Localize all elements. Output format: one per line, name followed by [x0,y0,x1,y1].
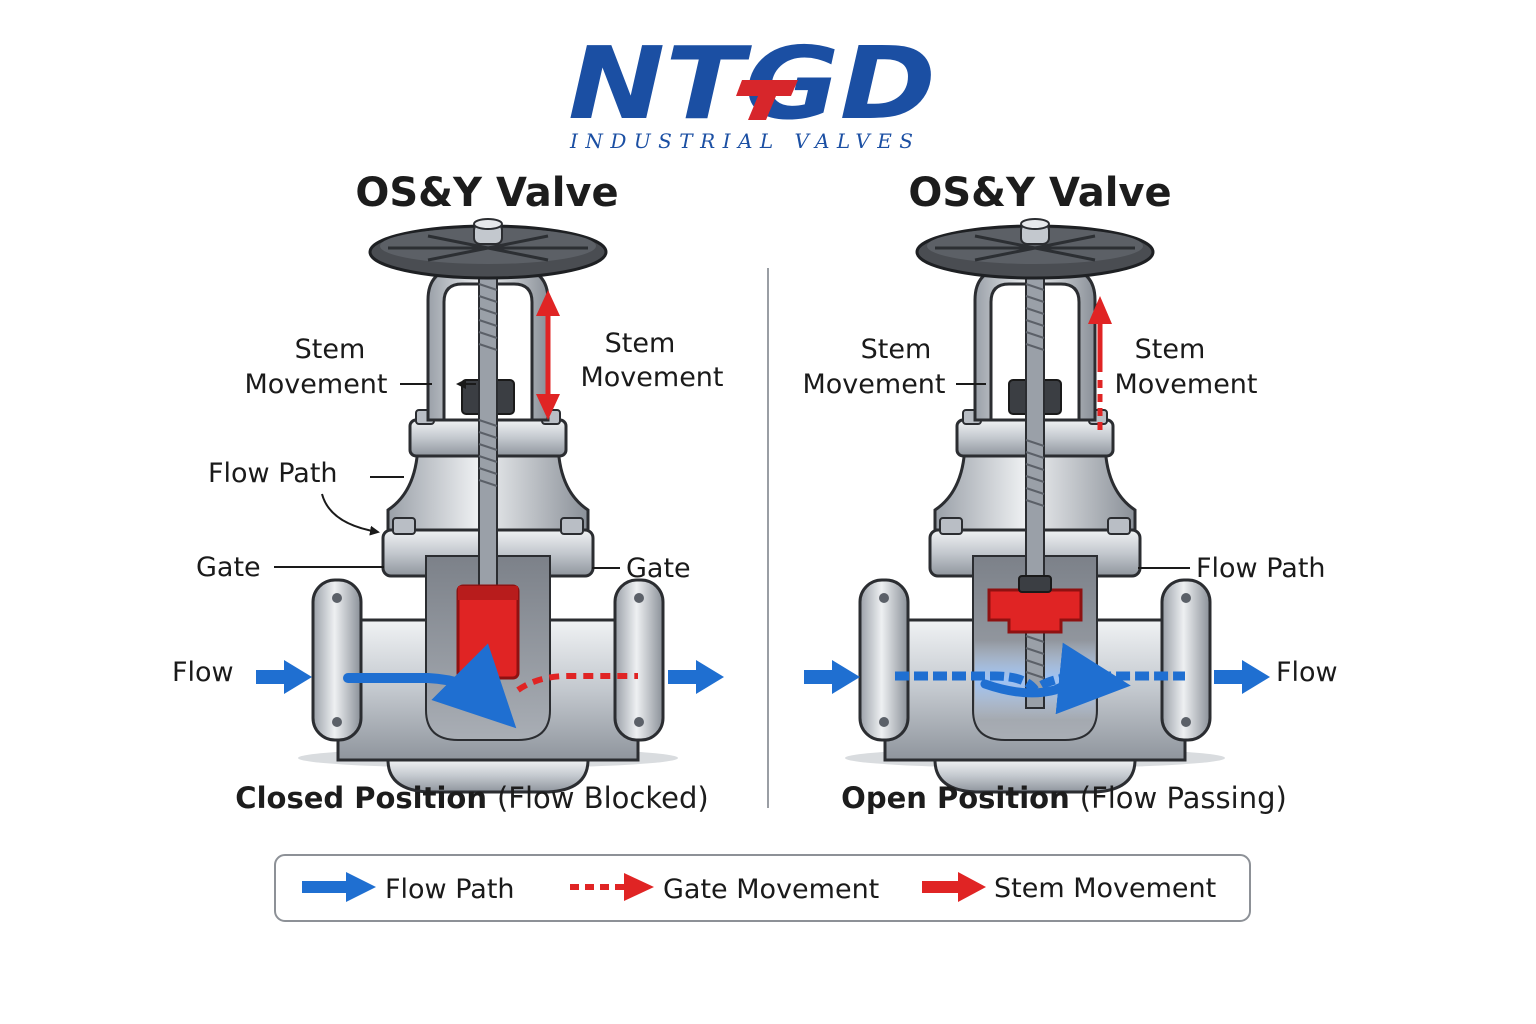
legend-flow-path-label: Flow Path [385,874,515,905]
open-stem-movement-arrow [1088,296,1112,434]
open-label-flow-path: Flow Path [1196,553,1326,584]
open-flow-in-arrow [804,660,860,694]
closed-label-stem-left-line2: Movement [244,369,387,400]
legend-box [274,854,1251,922]
logo-tagline: INDUSTRIAL VALVES [569,129,920,153]
closed-flow-path [343,643,517,729]
legend-stem-movement-swatch [922,872,986,902]
closed-label-gate-left: Gate [196,552,261,583]
open-label-stem-left-line2: Movement [802,369,945,400]
open-label-flow: Flow [1276,657,1338,688]
closed-label-stem-right-line2: Movement [580,362,723,393]
closed-flow-in-arrow [256,660,312,694]
legend-gate-movement-label: Gate Movement [663,874,879,905]
open-gate [987,588,1083,634]
closed-label-gate-right: Gate [626,553,691,584]
closed-label-flow-path: Flow Path [208,458,338,489]
open-label-stem-right-line1: Stem [1135,334,1206,365]
panel-right-title: OS&Y Valve [908,170,1171,216]
closed-stem-movement-arrow [536,290,560,420]
closed-leader-flow-path-curve [321,493,380,536]
closed-label-stem-left-line1: Stem [295,334,366,365]
closed-gate-movement-dash [516,673,638,693]
closed-label-stem-right-line1: Stem [605,328,676,359]
closed-flow-out-arrow [668,660,724,694]
panel-left-title: OS&Y Valve [355,170,618,216]
open-flow-out-arrow [1214,660,1270,694]
closed-caption: Closed Position(Flow Blocked) [235,781,708,815]
legend: Flow Path Gate Movement Stem Movement [274,854,1251,922]
legend-gate-movement-swatch [570,873,654,901]
closed-valve [296,217,680,794]
open-valve [843,217,1227,794]
logo-red-t-mark [736,80,798,120]
open-caption: Open Position(Flow Passing) [841,781,1287,815]
legend-stem-movement-label: Stem Movement [994,873,1216,904]
open-label-stem-left-line1: Stem [861,334,932,365]
brand-logo: NTGD INDUSTRIAL VALVES [568,25,936,153]
legend-flow-path-swatch [302,872,376,902]
open-label-stem-right-line2: Movement [1114,369,1257,400]
closed-label-flow: Flow [172,657,234,688]
